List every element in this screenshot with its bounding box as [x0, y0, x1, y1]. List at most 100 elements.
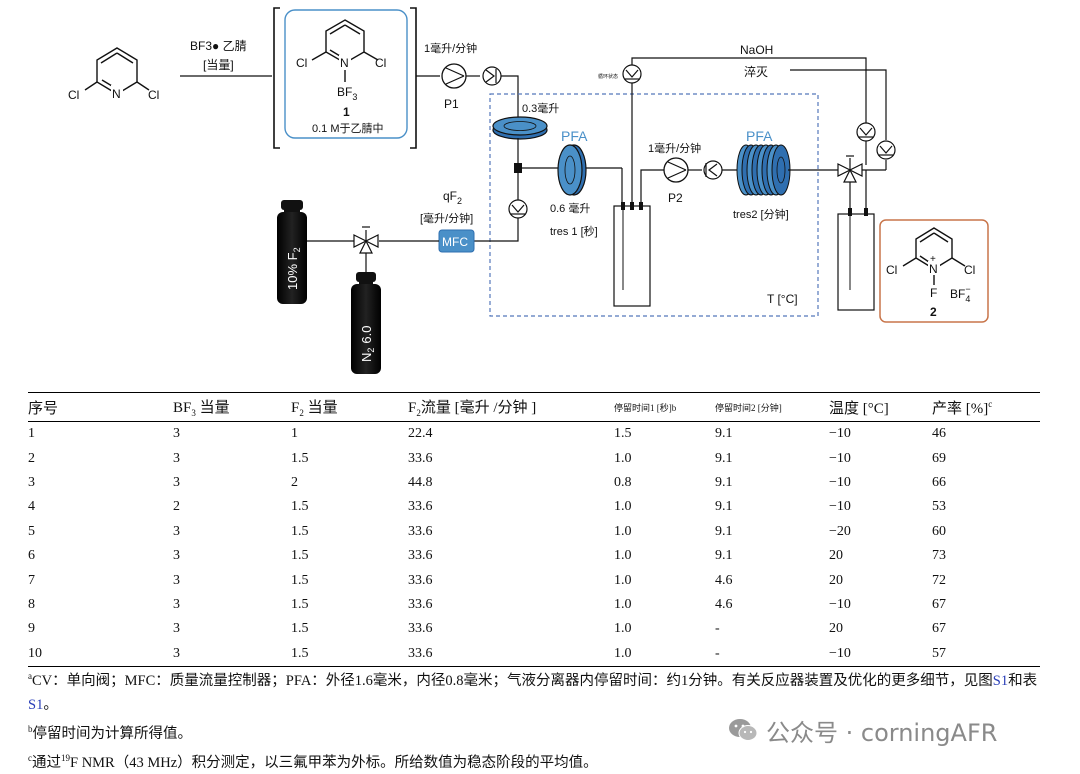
reagent-cl-left: Cl — [68, 88, 79, 102]
mfc-label: MFC — [442, 235, 468, 249]
cell-tres1: 0.8 — [614, 474, 632, 490]
cell-entry: 4 — [28, 499, 35, 515]
footnote-c: c通过19F NMR（43 MHz）积分测定，以三氟甲苯为外标。所给数值为稳态阶… — [28, 752, 598, 771]
cell-f2: 1.5 — [291, 572, 309, 588]
cell-tres2: 9.1 — [715, 474, 733, 490]
loop-volume-label: 0.3毫升 — [522, 101, 559, 115]
qf2-label: qF2 — [443, 189, 462, 206]
cell-bf3: 3 — [173, 572, 180, 588]
header-temperature: 温度 [°C] — [829, 392, 932, 422]
cpd1-concentration: 0.1 M于乙腈中 — [312, 122, 384, 135]
pump-p2-icon — [663, 157, 689, 183]
cell-flow: 33.6 — [408, 572, 433, 588]
temperature-zone-box — [489, 93, 819, 317]
header-tres2: 停留时间2 [分钟] — [715, 392, 829, 422]
coil-turn — [771, 144, 791, 196]
cell-f2: 2 — [291, 474, 298, 490]
cell-flow: 33.6 — [408, 621, 433, 637]
cell-tres1: 1.0 — [614, 548, 632, 564]
cell-flow: 33.6 — [408, 499, 433, 515]
check-valve-f2-icon — [508, 199, 528, 219]
cell-yield: 72 — [932, 572, 946, 588]
p2-label: P2 — [668, 191, 683, 205]
cell-tres1: 1.0 — [614, 523, 632, 539]
cell-tres1: 1.5 — [614, 426, 632, 442]
cell-f2: 1.5 — [291, 596, 309, 612]
cell-bf3: 3 — [173, 596, 180, 612]
compound-1-bracket — [273, 7, 417, 149]
gas-liquid-separator-2 — [837, 208, 875, 311]
coil-core — [776, 156, 786, 184]
product-bf4: BF4− — [950, 284, 971, 304]
cell-entry: 6 — [28, 548, 35, 564]
cell-temp: −10 — [829, 426, 851, 442]
header-entry: 序号 — [28, 392, 173, 422]
cell-bf3: 3 — [173, 621, 180, 637]
p1-label: P1 — [444, 97, 459, 111]
reagent-cl-right: Cl — [148, 88, 159, 102]
cell-flow: 44.8 — [408, 474, 433, 490]
wechat-watermark: 公众号 · corningAFR — [728, 710, 1058, 750]
cell-yield: 67 — [932, 596, 946, 612]
cell-flow: 22.4 — [408, 426, 433, 442]
cell-bf3: 3 — [173, 426, 180, 442]
cell-f2: 1.5 — [291, 450, 309, 466]
pump-p1-icon — [441, 63, 467, 89]
cell-temp: −10 — [829, 450, 851, 466]
pfa2-label: PFA — [746, 128, 773, 144]
compound-1-structure — [311, 19, 379, 82]
check-valve-right-2-icon — [876, 140, 896, 160]
equiv-label: [当量] — [203, 58, 234, 72]
cpd1-n: N — [340, 56, 349, 70]
cell-f2: 1.5 — [291, 499, 309, 515]
cell-temp: 20 — [829, 621, 843, 637]
table-s1-link[interactable]: S1 — [28, 696, 44, 713]
cell-tres2: 4.6 — [715, 572, 733, 588]
cell-tres2: 9.1 — [715, 426, 733, 442]
cell-bf3: 3 — [173, 474, 180, 490]
cell-f2: 1.5 — [291, 523, 309, 539]
footnote-b: b停留时间为计算所得值。 — [28, 723, 192, 742]
cell-bf3: 2 — [173, 499, 180, 515]
cell-yield: 60 — [932, 523, 946, 539]
bf3-acetonitrile-label: BF3● 乙腈 — [190, 39, 247, 53]
cell-yield: 67 — [932, 621, 946, 637]
product-cl-left: Cl — [886, 263, 897, 277]
cell-temp: −10 — [829, 474, 851, 490]
cell-entry: 5 — [28, 523, 35, 539]
cell-temp: −20 — [829, 523, 851, 539]
f2-gas-cylinder-icon — [277, 200, 307, 304]
cell-bf3: 3 — [173, 641, 291, 667]
product-number: 2 — [930, 305, 937, 319]
cell-bf3: 3 — [173, 450, 180, 466]
product-cl-right: Cl — [964, 263, 975, 277]
footnote-a: aCV：单向阀；MFC：质量流量控制器；PFA：外径1.6毫米，内径0.8毫米；… — [28, 671, 1038, 713]
three-way-valve-gas-icon — [353, 226, 379, 254]
cell-tres1: 1.0 — [614, 641, 715, 667]
product-f: F — [930, 286, 937, 300]
check-valve-right-1-icon — [856, 122, 876, 142]
header-tres1: 停留时间1 [秒]b — [614, 392, 715, 422]
cell-f2: 1.5 — [291, 621, 309, 637]
cell-tres2: 9.1 — [715, 450, 733, 466]
cell-entry: 10 — [28, 641, 173, 667]
cell-tres1: 1.0 — [614, 572, 632, 588]
cpd1-bf3: BF3 — [337, 85, 357, 102]
cpd1-cl-left: Cl — [296, 56, 307, 70]
cell-flow: 33.6 — [408, 523, 433, 539]
figure-s1-link[interactable]: S1 — [992, 672, 1009, 689]
flow-reactor-scheme: N Cl Cl BF3● 乙腈 [当量] N Cl Cl BF3 1 0.1 M… — [68, 7, 989, 374]
cell-tres1: 1.0 — [614, 621, 632, 637]
cell-tres2: 9.1 — [715, 548, 733, 564]
qf2-unit-label: [毫升/分钟] — [420, 211, 473, 225]
n2-cylinder-label: N26.0 — [359, 326, 376, 362]
cell-entry: 9 — [28, 621, 35, 637]
tres2-label: tres2 [分钟] — [733, 207, 789, 221]
check-valve-1-icon — [482, 66, 502, 86]
